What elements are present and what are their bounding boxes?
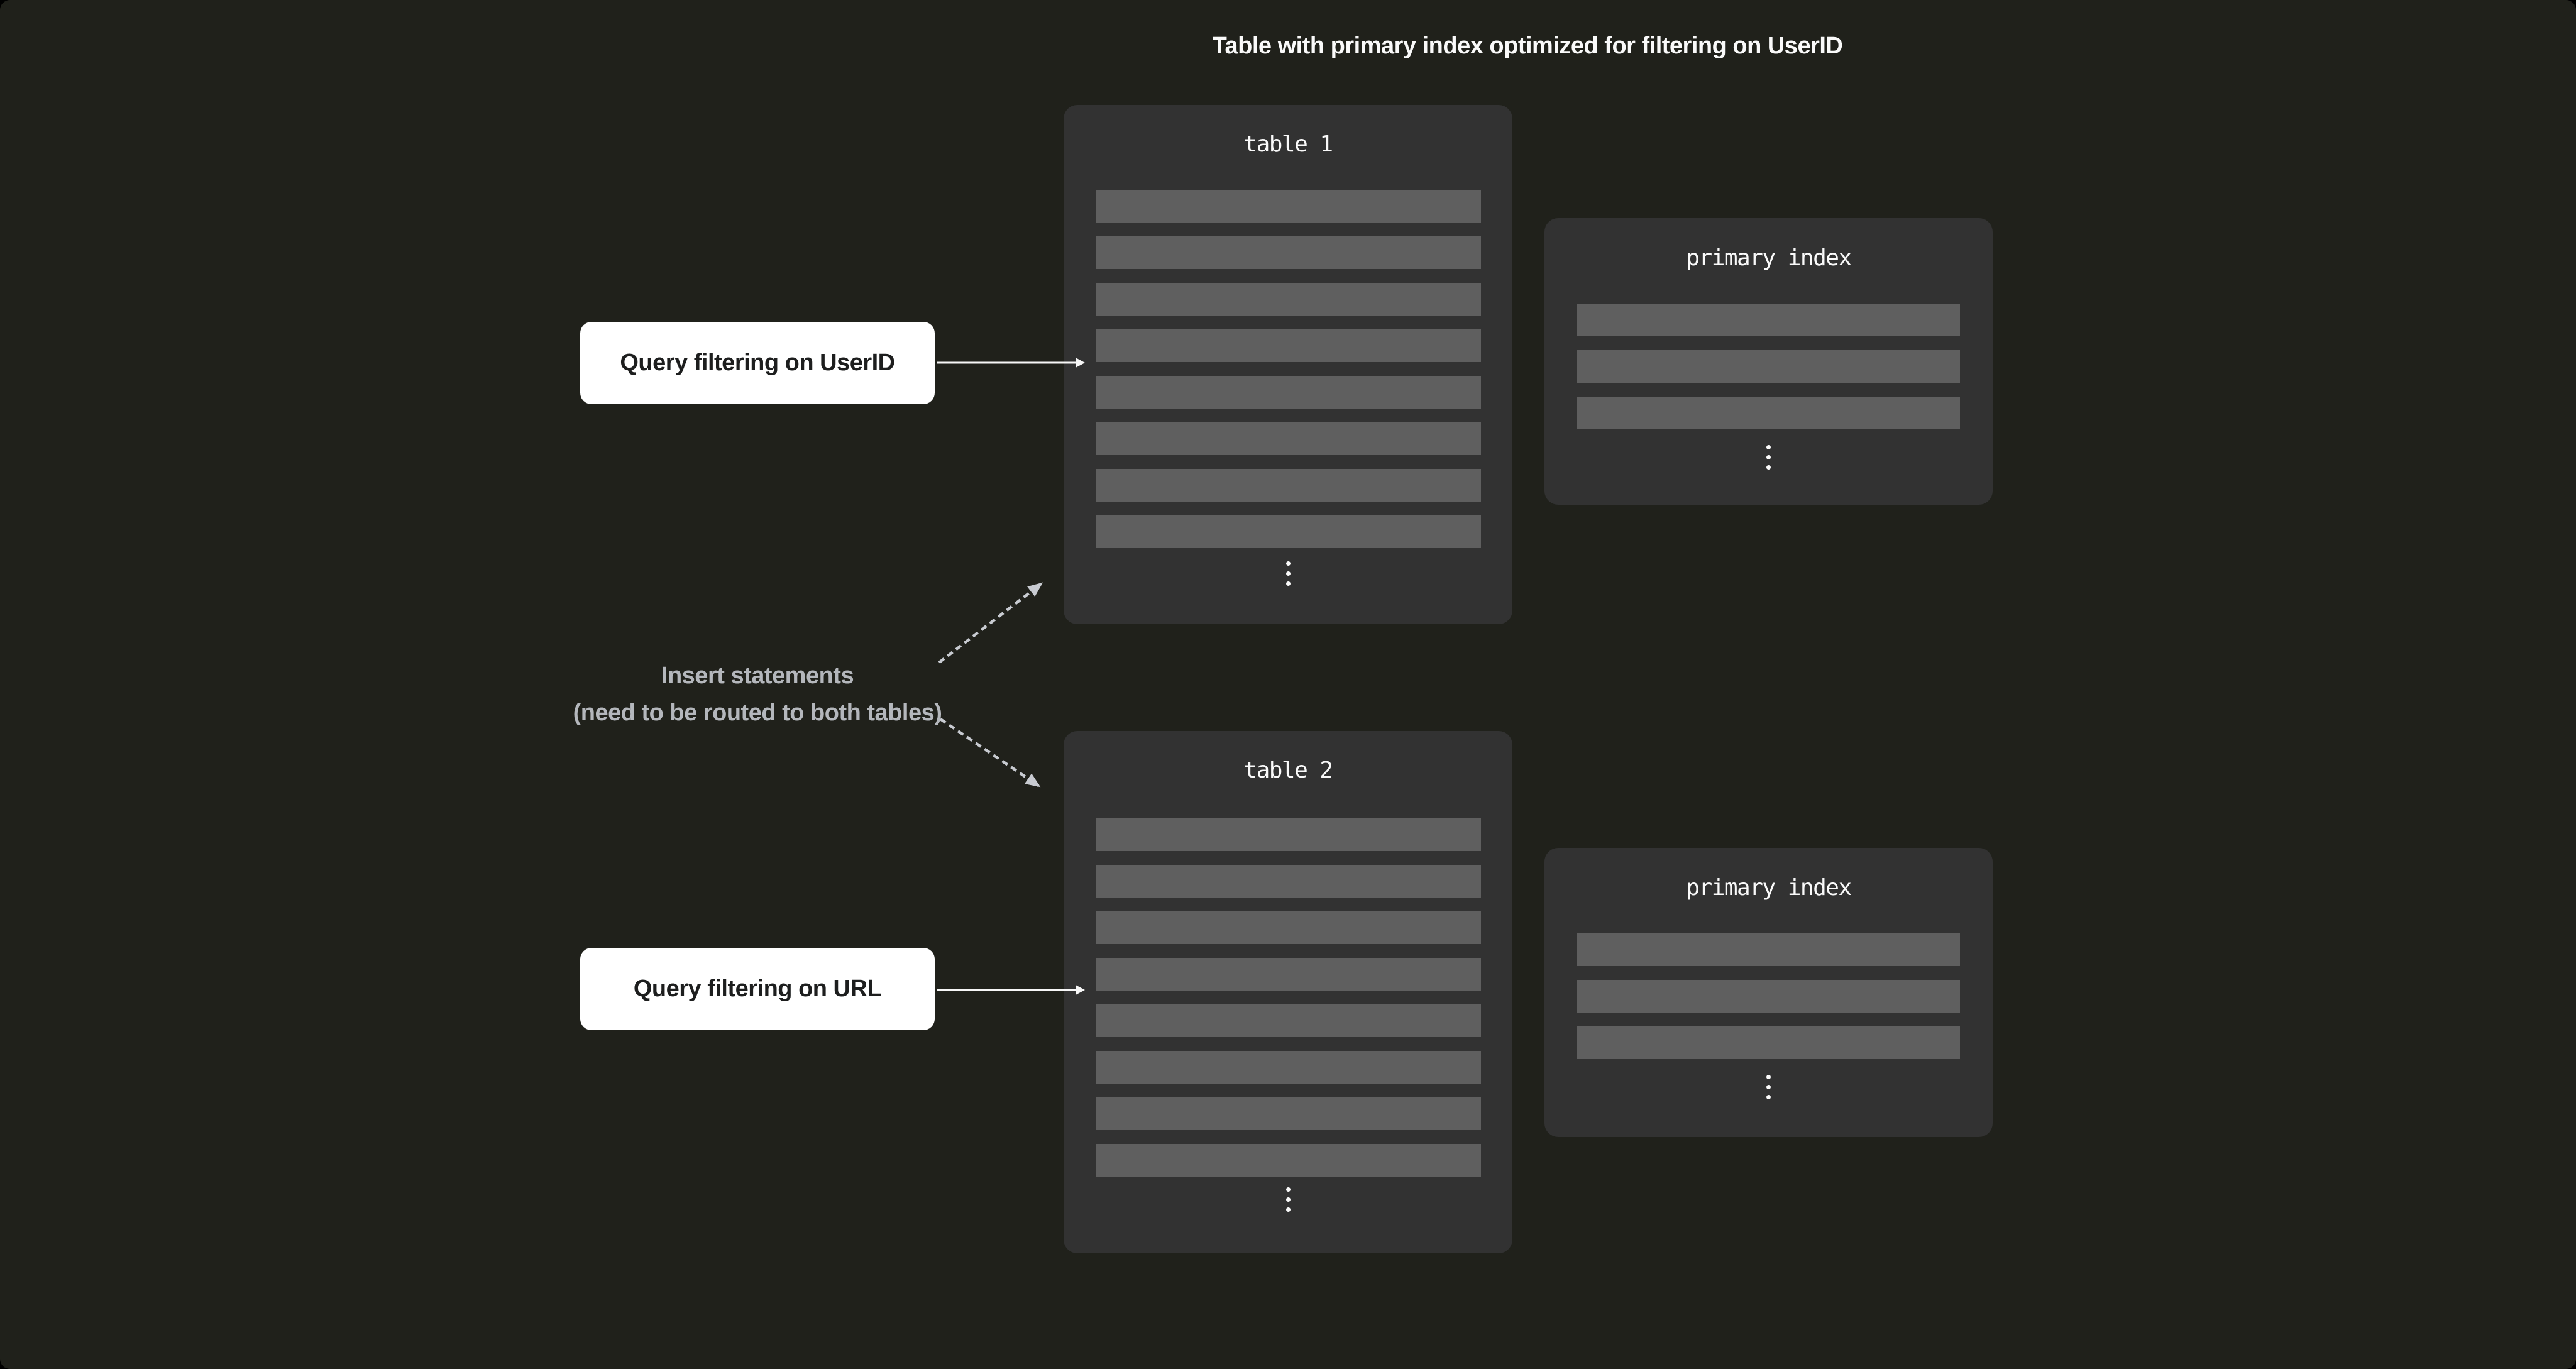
dashed-arrow-insert-to-table1 [938, 582, 1043, 664]
table-row-bar [1096, 818, 1481, 851]
query-userid-label: Query filtering on UserID [580, 322, 935, 404]
ellipsis-dot [1285, 581, 1291, 586]
caption-top: Table with primary index optimized for f… [1212, 33, 1843, 59]
table-row-bar [1096, 329, 1481, 362]
ellipsis-dot [1285, 571, 1291, 576]
ellipsis-dot [1285, 1197, 1291, 1202]
table-row-bar [1577, 933, 1960, 966]
query-url-label-text: Query filtering on URL [633, 976, 882, 1002]
primary-index1-card: primary index [1544, 218, 1993, 505]
table-row-bar [1577, 397, 1960, 429]
ellipsis-dot [1285, 561, 1291, 566]
ellipsis-dot [1766, 1075, 1771, 1079]
primary-index2-ellipsis-icon [1544, 1075, 1993, 1099]
ellipsis-dot [1766, 455, 1771, 459]
primary-index1-rows [1577, 304, 1960, 443]
table-row-bar [1096, 236, 1481, 269]
ellipsis-dot [1766, 1095, 1771, 1099]
table-row-bar [1096, 376, 1481, 409]
table-row-bar [1577, 304, 1960, 336]
table-row-bar [1096, 515, 1481, 548]
table-row-bar [1577, 1026, 1960, 1059]
table-row-bar [1096, 1144, 1481, 1177]
primary-index2-card: primary index [1544, 848, 1993, 1137]
table-row-bar [1096, 958, 1481, 991]
ellipsis-dot [1285, 1187, 1291, 1192]
table1-ellipsis-icon [1064, 561, 1512, 586]
table-row-bar [1096, 1004, 1481, 1037]
insert-note-line1: Insert statements [661, 663, 854, 689]
table2-rows [1096, 818, 1481, 1190]
insert-note-line2: (need to be routed to both tables) [573, 700, 942, 726]
ellipsis-dot [1766, 445, 1771, 449]
table1-title: table 1 [1243, 131, 1333, 157]
primary-index1-title: primary index [1686, 245, 1852, 271]
ellipsis-dot [1766, 1085, 1771, 1089]
query-userid-label-text: Query filtering on UserID [620, 349, 895, 376]
ellipsis-dot [1766, 465, 1771, 470]
primary-index2-rows [1577, 933, 1960, 1073]
table2-card: table 2 [1064, 731, 1512, 1253]
table-row-bar [1096, 865, 1481, 898]
table-row-bar [1096, 190, 1481, 223]
table-row-bar [1096, 911, 1481, 944]
table-row-bar [1577, 980, 1960, 1013]
table-row-bar [1096, 1051, 1481, 1084]
table1-rows [1096, 190, 1481, 562]
primary-index2-title: primary index [1686, 875, 1852, 901]
table2-title: table 2 [1243, 757, 1333, 783]
ellipsis-dot [1285, 1207, 1291, 1212]
query-url-label: Query filtering on URL [580, 948, 935, 1030]
primary-index1-ellipsis-icon [1544, 445, 1993, 470]
table-row-bar [1096, 283, 1481, 316]
table1-card: table 1 [1064, 105, 1512, 624]
insert-note: Insert statements (need to be routed to … [537, 657, 977, 732]
table-row-bar [1096, 422, 1481, 455]
table-row-bar [1096, 1097, 1481, 1130]
table2-ellipsis-icon [1064, 1187, 1512, 1212]
table-row-bar [1577, 350, 1960, 383]
table-row-bar [1096, 469, 1481, 502]
